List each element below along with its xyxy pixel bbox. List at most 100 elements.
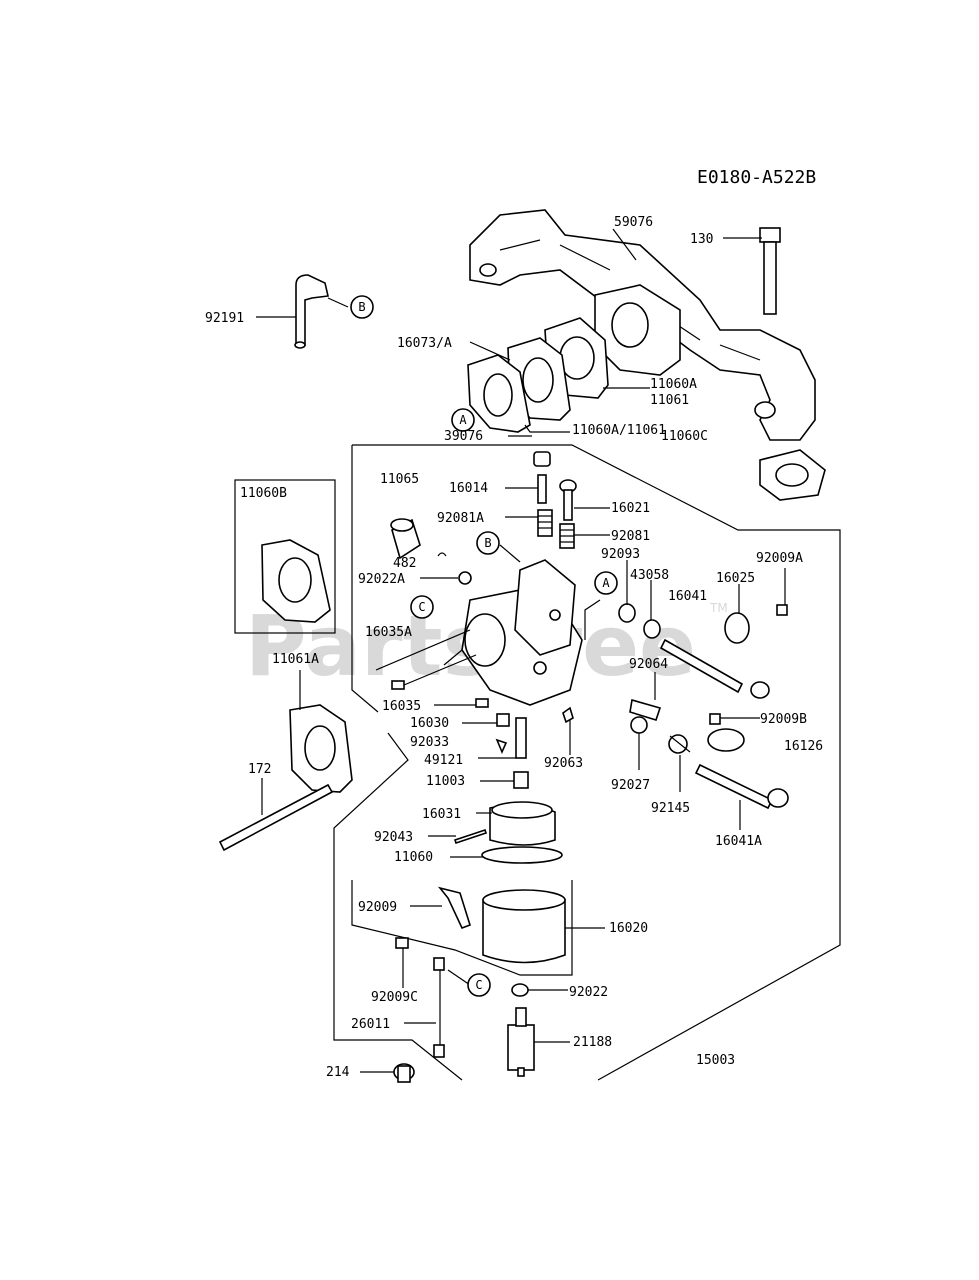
label-16035[interactable]: 16035 (382, 699, 421, 714)
seal-43058-part[interactable] (643, 619, 661, 639)
label-49121[interactable]: 49121 (424, 753, 463, 768)
label-92009a[interactable]: 92009A (756, 551, 803, 566)
washer-92022A-part[interactable] (458, 571, 472, 585)
gasket-11060A-11061-part[interactable] (467, 354, 531, 433)
watermark-tm: TM (709, 601, 728, 615)
clip-482-part[interactable] (437, 552, 447, 557)
label-16014[interactable]: 16014 (449, 481, 488, 496)
spring-92145-part[interactable] (668, 734, 691, 754)
washer-92027-part[interactable] (630, 716, 648, 734)
spring-92081A-part[interactable] (537, 509, 553, 537)
bolt-92009-part[interactable] (437, 886, 471, 930)
label-214[interactable]: 214 (326, 1065, 350, 1080)
label-92033[interactable]: 92033 (410, 735, 449, 750)
gasket-11060C-part[interactable] (759, 449, 826, 501)
screw-92009B-part[interactable] (709, 713, 721, 725)
screw-16021-part[interactable] (559, 479, 577, 521)
tube-49121-part[interactable] (515, 717, 527, 759)
label-16041[interactable]: 16041 (668, 589, 707, 604)
label-92191[interactable]: 92191 (205, 311, 244, 326)
label-92009[interactable]: 92009 (358, 900, 397, 915)
float-16031-part[interactable] (489, 801, 556, 846)
label-59076[interactable]: 59076 (614, 215, 653, 230)
label-11061[interactable]: 11061 (650, 393, 689, 408)
choke-valve-16025-part[interactable] (724, 612, 750, 644)
ref-marker-b-upper[interactable]: B (350, 295, 374, 319)
carburetor-body-part[interactable] (461, 559, 583, 706)
pilot-screw-16014-part[interactable] (537, 474, 547, 504)
ref-marker-c-upper[interactable]: C (410, 595, 434, 619)
pin-92043-part[interactable] (453, 828, 488, 845)
label-92145[interactable]: 92145 (651, 801, 690, 816)
label-172[interactable]: 172 (248, 762, 271, 777)
intake-manifold-part[interactable] (469, 209, 816, 441)
label-92043[interactable]: 92043 (374, 830, 413, 845)
label-16031[interactable]: 16031 (422, 807, 461, 822)
label-92022a[interactable]: 92022A (358, 572, 405, 587)
label-26011[interactable]: 26011 (351, 1017, 390, 1032)
label-11060a[interactable]: 11060A (650, 377, 697, 392)
ref-marker-c-lower[interactable]: C (467, 973, 491, 997)
label-11061a[interactable]: 11061A (272, 652, 319, 667)
label-16021[interactable]: 16021 (611, 501, 650, 516)
label-11060c[interactable]: 11060C (661, 429, 708, 444)
label-92064[interactable]: 92064 (629, 657, 668, 672)
stud-172-part[interactable] (218, 783, 334, 852)
ref-marker-a-upper[interactable]: A (451, 408, 475, 432)
label-92022[interactable]: 92022 (569, 985, 608, 1000)
screw-92009C-part[interactable] (395, 937, 409, 949)
hose-92191-part[interactable] (294, 274, 329, 349)
jet-11003-part[interactable] (513, 771, 529, 789)
collar-11065-part[interactable] (390, 518, 421, 560)
label-21188[interactable]: 21188 (573, 1035, 612, 1050)
oring-92093-part[interactable] (618, 603, 636, 623)
throttle-valve-16126-part[interactable] (707, 728, 745, 752)
ref-marker-b-lower[interactable]: B (476, 531, 500, 555)
gasket-11060B-part[interactable] (261, 539, 331, 623)
label-16030[interactable]: 16030 (410, 716, 449, 731)
screw-92009A-part[interactable] (776, 604, 788, 616)
ref-marker-a-lower[interactable]: A (594, 571, 618, 595)
label-92081[interactable]: 92081 (611, 529, 650, 544)
label-482[interactable]: 482 (393, 556, 416, 571)
label-130[interactable]: 130 (690, 232, 713, 247)
cap-39076-part[interactable] (533, 451, 551, 467)
label-16020[interactable]: 16020 (609, 921, 648, 936)
label-92009b[interactable]: 92009B (760, 712, 807, 727)
label-16126[interactable]: 16126 (784, 739, 823, 754)
jet-16035-part[interactable] (475, 698, 489, 708)
gasket-11061A-part[interactable] (289, 704, 353, 793)
label-16025[interactable]: 16025 (716, 571, 755, 586)
label-39076[interactable]: 39076 (444, 429, 483, 444)
jet-16035A-part[interactable] (391, 680, 405, 690)
label-92081a[interactable]: 92081A (437, 511, 484, 526)
bolt-130-part[interactable] (759, 227, 781, 315)
spring-92081-part[interactable] (559, 523, 575, 549)
label-11060a-11061[interactable]: 11060A/11061 (572, 423, 666, 438)
label-92009c[interactable]: 92009C (371, 990, 418, 1005)
washer-92022-part[interactable] (511, 983, 529, 997)
nozzle-16030-part[interactable] (496, 713, 510, 727)
label-11003[interactable]: 11003 (426, 774, 465, 789)
label-16073-a[interactable]: 16073/A (397, 336, 452, 351)
label-15003[interactable]: 15003 (696, 1053, 735, 1068)
label-92027[interactable]: 92027 (611, 778, 650, 793)
choke-shaft-16041-part[interactable] (659, 638, 770, 699)
label-92093[interactable]: 92093 (601, 547, 640, 562)
label-16041a[interactable]: 16041A (715, 834, 762, 849)
label-11060b[interactable]: 11060B (240, 486, 287, 501)
needle-92033-part[interactable] (495, 738, 508, 755)
float-bowl-16020-part[interactable] (482, 889, 566, 964)
solenoid-21188-part[interactable] (507, 1007, 535, 1077)
label-11060[interactable]: 11060 (394, 850, 433, 865)
label-92063[interactable]: 92063 (544, 756, 583, 771)
lead-26011-part[interactable] (433, 957, 445, 1058)
label-43058[interactable]: 43058 (630, 568, 669, 583)
screw-92064-part[interactable] (629, 698, 662, 721)
label-11065[interactable]: 11065 (380, 472, 419, 487)
throttle-shaft-16041A-part[interactable] (694, 763, 789, 810)
screw-92063-part[interactable] (562, 706, 574, 724)
bolt-214-part[interactable] (393, 1063, 415, 1083)
gasket-11060-part[interactable] (481, 846, 563, 864)
label-16035a[interactable]: 16035A (365, 625, 412, 640)
